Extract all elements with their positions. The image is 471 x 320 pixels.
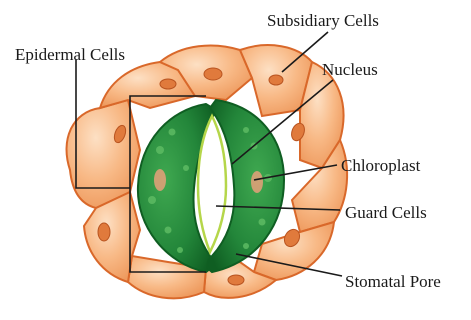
cell-nucleus: [204, 68, 222, 80]
label-nucleus: Nucleus: [322, 60, 378, 79]
label-stomatal-pore: Stomatal Pore: [345, 272, 441, 291]
cell-nucleus: [98, 223, 110, 241]
cell-nucleus: [228, 275, 244, 285]
label-subsidiary-cells: Subsidiary Cells: [267, 11, 379, 30]
label-chloroplast: Chloroplast: [341, 156, 421, 175]
label-guard-cells: Guard Cells: [345, 203, 427, 222]
guard-cell-nucleus: [154, 169, 166, 191]
guard-cell-nucleus: [251, 171, 263, 193]
label-epidermal-cells: Epidermal Cells: [15, 45, 125, 64]
cell-nucleus: [269, 75, 283, 85]
cell-nucleus: [160, 79, 176, 89]
